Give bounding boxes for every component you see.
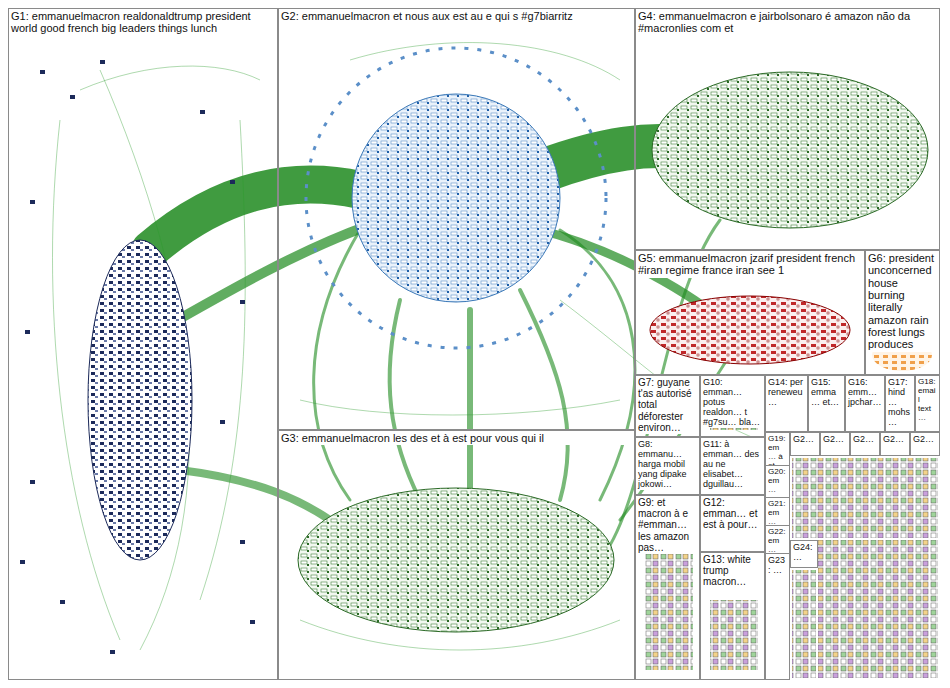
group-label: G2… bbox=[881, 433, 909, 445]
group-label: G11: à emman… des au ne elisabet… dguill… bbox=[701, 438, 764, 490]
group-box: G9: et macron à e #emman… les amazon pas… bbox=[635, 495, 700, 680]
group-box: G2… bbox=[820, 432, 850, 456]
group-label: G18: email text… bbox=[916, 376, 939, 423]
group-box: G4: emmanuelmacron e jairbolsonaro é ama… bbox=[635, 8, 940, 250]
group-box: G15: emma… et… bbox=[808, 375, 845, 432]
group-box: G10: emman… potus realdon… t #g7su… bla… bbox=[700, 375, 765, 437]
group-box: G2… bbox=[850, 432, 880, 456]
group-label: G15: emma… et… bbox=[809, 376, 844, 408]
group-label: G12: emman… et est à pour… bbox=[701, 496, 764, 532]
group-box: G14: per reneweu… bbox=[765, 375, 808, 432]
group-box: G11: à emman… des au ne elisabet… dguill… bbox=[700, 437, 765, 495]
group-box: G24: … bbox=[790, 540, 818, 568]
group-label: G4: emmanuelmacron e jairbolsonaro é ama… bbox=[636, 9, 939, 36]
group-box: G3: emmanuelmacron les des et à est pour… bbox=[278, 430, 635, 680]
group-label: G8: emmanu… harga mobil yang dipake joko… bbox=[636, 438, 699, 490]
group-label: G1: emmanuelmacron realdonaldtrump presi… bbox=[9, 9, 277, 36]
group-label: G24: … bbox=[791, 541, 817, 563]
group-box: G2: emmanuelmacron et nous aux est au e … bbox=[278, 8, 635, 430]
group-box: G5: emmanuelmacron jzarif president fren… bbox=[635, 250, 865, 375]
group-label: G13: white trump macron… bbox=[701, 553, 764, 589]
group-label: G9: et macron à e #emman… les amazon pas… bbox=[636, 496, 699, 554]
group-box: G2… bbox=[910, 432, 940, 456]
group-box: G2… bbox=[880, 432, 910, 456]
group-box: G6: president unconcerned house burning … bbox=[865, 250, 940, 375]
group-box: G1: emmanuelmacron realdonaldtrump presi… bbox=[8, 8, 278, 680]
group-label: G7: guyane t'as autorisé total déforeste… bbox=[636, 376, 699, 434]
group-label: G6: president unconcerned house burning … bbox=[866, 251, 939, 352]
group-box: G12: emman… et est à pour… bbox=[700, 495, 765, 552]
group-label: G10: emman… potus realdon… t #g7su… bla… bbox=[701, 376, 764, 428]
group-label: G17: hind… mohs… bbox=[886, 376, 914, 428]
group-box: G7: guyane t'as autorisé total déforeste… bbox=[635, 375, 700, 437]
group-label: G2: emmanuelmacron et nous aux est au e … bbox=[279, 9, 634, 23]
group-label: G2… bbox=[821, 433, 849, 445]
group-label: G3: emmanuelmacron les des et à est pour… bbox=[279, 431, 634, 445]
group-label: G23: … bbox=[766, 554, 789, 576]
group-box: G23: … bbox=[765, 553, 790, 680]
group-box: G17: hind… mohs… bbox=[885, 375, 915, 432]
group-label: G5: emmanuelmacron jzarif president fren… bbox=[636, 251, 864, 278]
group-box: G2… bbox=[790, 432, 820, 456]
group-label: G2… bbox=[851, 433, 879, 445]
group-label: G2… bbox=[791, 433, 819, 445]
group-label: G16: emm… jpchar… bbox=[846, 376, 884, 408]
group-box: G13: white trump macron… bbox=[700, 552, 765, 680]
group-label: G14: per reneweu… bbox=[766, 376, 807, 408]
group-label: G2… bbox=[911, 433, 939, 445]
group-box: G18: email text… bbox=[915, 375, 940, 432]
group-box: G8: emmanu… harga mobil yang dipake joko… bbox=[635, 437, 700, 495]
group-box: G16: emm… jpchar… bbox=[845, 375, 885, 432]
